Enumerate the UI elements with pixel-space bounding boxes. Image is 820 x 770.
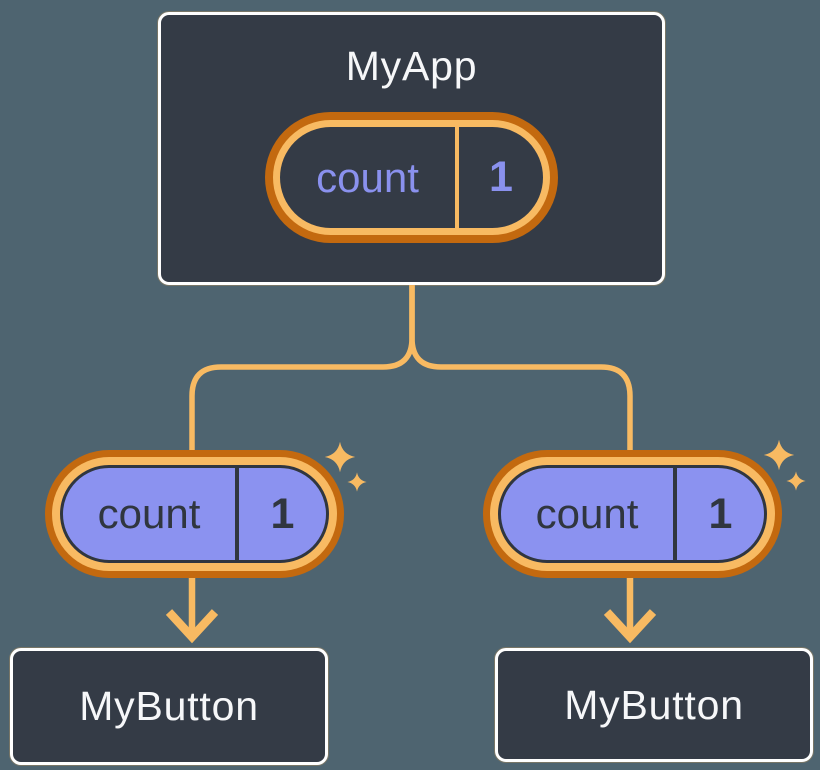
- pill-divider: [673, 468, 677, 560]
- prop-value: 1: [270, 489, 295, 538]
- state-pill: count 1: [265, 112, 558, 243]
- component-title: MyButton: [79, 683, 259, 729]
- prop-pill-ring: count 1: [52, 457, 337, 571]
- prop-pill-body: count 1: [498, 465, 767, 563]
- prop-value: 1: [708, 489, 733, 538]
- pill-divider: [235, 468, 239, 560]
- prop-key-label: count: [97, 490, 201, 537]
- sparkle-icon: [786, 471, 806, 491]
- arrow-down-icon: [603, 609, 657, 644]
- pill-divider: [455, 127, 459, 228]
- component-box-mybutton-right: MyButton: [495, 648, 813, 762]
- component-title: MyButton: [564, 681, 744, 728]
- sparkle-icon: [324, 441, 356, 473]
- prop-pill-right: count 1: [483, 450, 782, 578]
- component-box-mybutton-left: MyButton: [10, 648, 328, 765]
- sparkle-icon: [763, 439, 795, 471]
- connector-right-line: [409, 284, 633, 560]
- state-pill-ring: count 1: [273, 120, 550, 235]
- connector-left-line: [189, 284, 415, 560]
- prop-pill-left: count 1: [45, 450, 344, 578]
- prop-key-label: count: [535, 490, 639, 537]
- arrow-down-icon: [165, 609, 219, 644]
- prop-pill-body: count 1: [60, 465, 329, 563]
- prop-pill-ring: count 1: [490, 457, 775, 571]
- component-title: MyApp: [345, 43, 478, 89]
- sparkle-icon: [347, 472, 367, 492]
- state-key-label: count: [316, 153, 419, 201]
- state-pill-body: count 1: [280, 127, 543, 228]
- state-value: 1: [489, 153, 513, 201]
